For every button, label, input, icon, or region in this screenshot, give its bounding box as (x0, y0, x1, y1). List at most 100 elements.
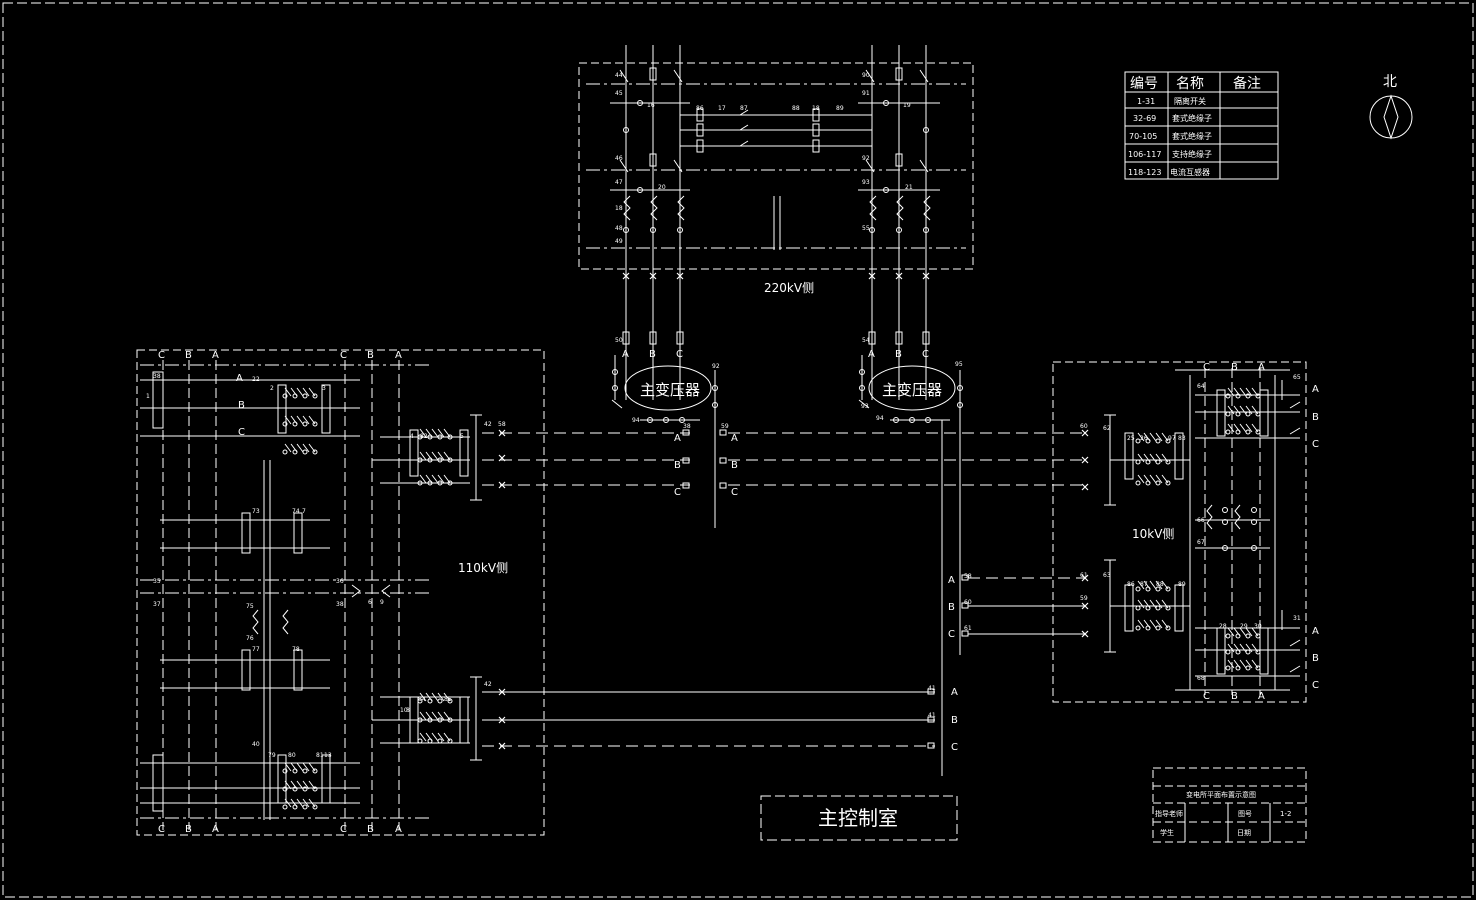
equipment-number: 66 (1197, 517, 1205, 524)
phase-label: C (948, 629, 955, 640)
legend-row-range: 70-105 (1129, 132, 1157, 141)
equipment-number: 22 (252, 376, 260, 383)
phase-label: A (395, 824, 402, 835)
equipment-number: 49 (615, 238, 623, 245)
title-block-student-label: 学生 (1160, 828, 1174, 837)
equipment-number: 87 (740, 105, 748, 112)
equipment-number: 26 (1140, 435, 1148, 442)
phase-label: A (1312, 384, 1319, 395)
equipment-number: 47 (615, 179, 623, 186)
compass-north-label: 北 (1383, 74, 1397, 90)
title-block-grid (1152, 767, 1307, 843)
equipment-number: 10 (400, 707, 408, 714)
phase-label: B (951, 715, 958, 726)
phase-label: A (212, 824, 219, 835)
equipment-number: 41 (928, 712, 936, 719)
equipment-number: 75 (246, 603, 254, 610)
phase-label: A (868, 349, 875, 360)
equipment-number: 78 (292, 646, 300, 653)
feeders-10kv (719, 429, 1085, 637)
phase-label: C (922, 349, 929, 360)
equipment-number: 25 (1127, 435, 1135, 442)
equipment-number: 31 (1293, 615, 1301, 622)
title-block-date-label: 日期 (1237, 829, 1251, 837)
equipment-number: 73 (252, 508, 260, 515)
equipment-number: 50 (615, 337, 623, 344)
legend-header-no: 编号 (1130, 76, 1158, 92)
legend-header-note: 备注 (1233, 75, 1261, 92)
legend-row-range: 32-69 (1133, 114, 1156, 123)
equipment-number: 89 (836, 105, 844, 112)
equipment-number: 3 (322, 385, 326, 392)
transformer-left (611, 355, 718, 528)
label-110kv-side: 110kV侧 (458, 561, 508, 575)
phase-label: C (674, 487, 681, 498)
equipment-number: 20 (658, 184, 666, 191)
equipment-number: 93 (861, 403, 869, 410)
equipment-number: 42 (484, 681, 492, 688)
equipment-number: 37 (153, 601, 161, 608)
phase-label: C (676, 349, 683, 360)
phase-label: C (951, 742, 958, 753)
equipment-number: 38 (336, 601, 344, 608)
equipment-number: 6 (368, 599, 372, 606)
equipment-number: 90 (862, 72, 870, 79)
equipment-number: 82 (420, 433, 428, 440)
legend-table: 编号 名称 备注 (1130, 75, 1261, 92)
phase-label: A (395, 350, 402, 361)
phase-label: C (340, 350, 347, 361)
phase-label: B (731, 460, 738, 471)
equipment-number: 2 (270, 385, 274, 392)
equipment-number: 29 (1240, 623, 1248, 630)
phase-label: A (1258, 362, 1265, 373)
equipment-number: 85 (444, 696, 452, 703)
phase-label: A (731, 433, 738, 444)
equipment-number: 93 (862, 179, 870, 186)
equipment-number: 16 (647, 102, 655, 109)
equipment-number: 19 (903, 102, 911, 109)
legend-row-range: 1-31 (1137, 97, 1155, 106)
title-block-title: 变电所平面布置示意图 (1186, 790, 1256, 799)
area-10kv (1052, 361, 1307, 703)
equipment-number: 94 (632, 417, 640, 424)
transformer-right-label: 主变压器 (882, 381, 942, 399)
phase-label: B (185, 824, 192, 835)
equipment-number: 18 (812, 105, 820, 112)
title-block-drawing-no-label: 图号 (1238, 810, 1252, 818)
equipment-number: 88 (1156, 581, 1164, 588)
legend-row-range: 118-123 (1128, 168, 1161, 177)
phase-label: B (1312, 412, 1319, 423)
transformer-right (858, 355, 963, 655)
legend-row-range: 106-117 (1128, 150, 1161, 159)
equipment-number: 13 (324, 752, 332, 759)
equipment-number: 59 (721, 423, 729, 430)
equipment-number: 4 (410, 433, 414, 440)
phase-label: B (895, 349, 902, 360)
north-arrow-icon (1369, 94, 1413, 140)
equipment-number: 95 (955, 361, 963, 368)
phase-label: A (674, 433, 681, 444)
equipment-number: 42 (484, 421, 492, 428)
equipment-number: 68 (1197, 675, 1205, 682)
equipment-number: 55 (862, 225, 870, 232)
equipment-number: 48 (615, 225, 623, 232)
equipment-number: 54 (862, 337, 870, 344)
equipment-number: 86 (696, 105, 704, 112)
area-110kv (136, 349, 545, 836)
equipment-number: 86 (1127, 581, 1135, 588)
equipment-number: 30 (1254, 623, 1262, 630)
equipment-number: 83 (1178, 435, 1186, 442)
equipment-number: 46 (615, 155, 623, 162)
legend-table-grid (1124, 71, 1279, 180)
control-room-label: 主控制室 (818, 806, 898, 830)
phase-label: B (367, 824, 374, 835)
equipment-number: 67 (1197, 539, 1205, 546)
transformer-left-label: 主变压器 (640, 381, 700, 399)
area-220kv (578, 45, 974, 400)
phase-label: C (1312, 680, 1319, 691)
phase-label: C (158, 350, 165, 361)
phase-label: C (731, 487, 738, 498)
equipment-number: 62 (1103, 425, 1111, 432)
legend-row-name: 电流互感器 (1170, 167, 1210, 177)
